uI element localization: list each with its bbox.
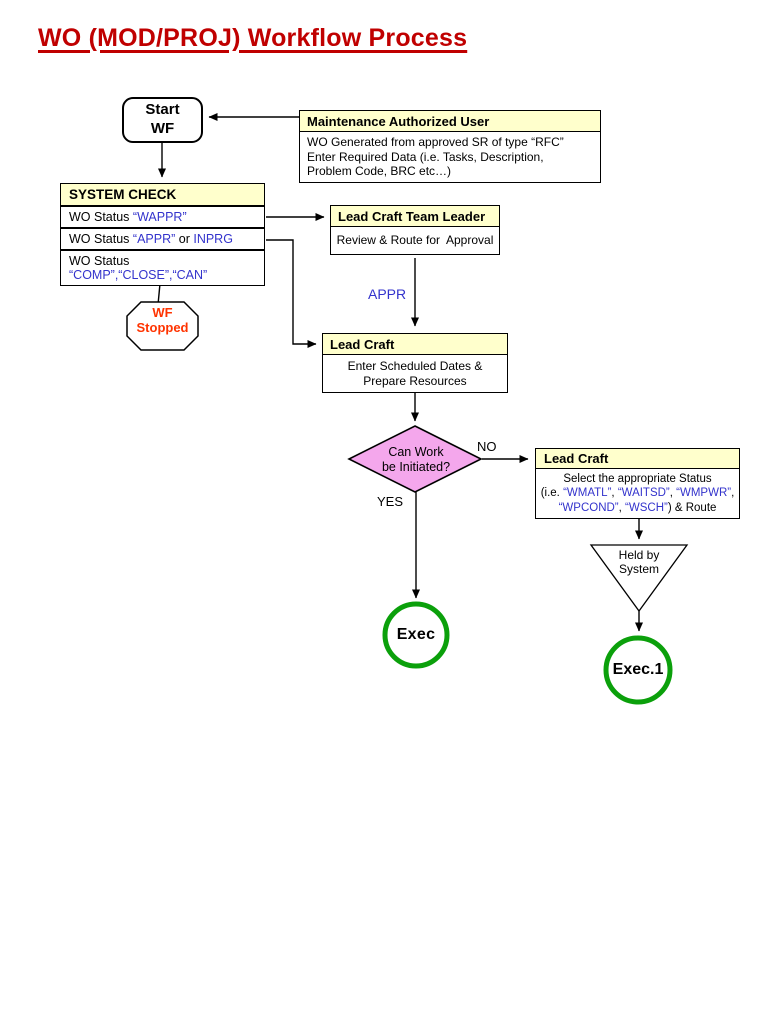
lead-craft-status-node: Lead Craft Select the appropriate Status…: [535, 448, 740, 519]
mau-body-line: Problem Code, BRC etc…): [307, 164, 452, 179]
mau-body-line: WO Generated from approved SR of type “R…: [307, 135, 564, 149]
page-title: WO (MOD/PROJ) Workflow Process: [38, 24, 468, 52]
mau-body-line: Enter Required Data (i.e. Tasks, Descrip…: [307, 149, 544, 164]
start-wf-node: Start WF: [122, 97, 203, 143]
held-by-system-line2: System: [618, 562, 659, 577]
lead-craft-schedule-header: Lead Craft: [322, 333, 508, 355]
decision-line1: Can Work: [388, 445, 444, 459]
lead-craft-status-line: (i.e. “WMATL”, “WAITSD”, “WMPWR”,: [540, 487, 735, 500]
system-check-row-comp-close-can: WO Status “COMP”,“CLOSE”,“CAN”: [60, 250, 265, 286]
lead-craft-team-leader-header: Lead Craft Team Leader: [330, 205, 500, 227]
decision-yes-label: YES: [377, 494, 404, 509]
lead-craft-status-line: “WPCOND”, “WSCH”) & Route: [558, 501, 717, 514]
held-by-system-line1: Held by: [618, 548, 660, 562]
wf-stopped-line1: WF: [152, 305, 173, 320]
exec1-label: Exec.1: [612, 661, 664, 678]
maintenance-authorized-user-header: Maintenance Authorized User: [299, 110, 601, 132]
system-check-row-wappr: WO Status “WAPPR”: [60, 206, 265, 228]
lead-craft-status-body: Select the appropriate Status (i.e. “WMA…: [535, 469, 740, 519]
held-by-system-label: Held by System: [591, 548, 687, 577]
wf-stopped-line2: Stopped: [136, 320, 189, 336]
system-check-row-appr-inprg: WO Status “APPR” or INPRG: [60, 228, 265, 250]
decision-label: Can Work be Initiated?: [350, 445, 482, 475]
lead-craft-schedule-body: Enter Scheduled Dates & Prepare Resource…: [322, 355, 508, 394]
wf-stopped-label: WF Stopped: [127, 305, 198, 336]
lead-craft-team-leader-node: Lead Craft Team Leader Review & Route fo…: [330, 205, 500, 255]
connector-appr-row-to-leadcraft: [266, 239, 317, 348]
lead-craft-status-line: Select the appropriate Status: [563, 473, 712, 485]
exec-label: Exec: [396, 626, 436, 643]
maintenance-authorized-user-body: WO Generated from approved SR of type “R…: [299, 132, 601, 183]
lead-craft-schedule-node: Lead Craft Enter Scheduled Dates & Prepa…: [322, 333, 508, 394]
appr-edge-label: APPR: [368, 286, 407, 302]
start-wf-label-line1: Start: [145, 101, 180, 119]
lead-craft-schedule-line: Enter Scheduled Dates &: [347, 359, 483, 373]
decision-line2: be Initiated?: [381, 460, 451, 474]
lead-craft-status-header: Lead Craft: [535, 448, 740, 469]
system-check-header: SYSTEM CHECK: [60, 183, 265, 206]
maintenance-authorized-user-node: Maintenance Authorized User WO Generated…: [299, 110, 601, 183]
decision-no-label: NO: [477, 439, 497, 454]
lead-craft-schedule-line: Prepare Resources: [363, 373, 467, 388]
system-check-node: SYSTEM CHECK WO Status “WAPPR” WO Status…: [60, 183, 265, 286]
lead-craft-team-leader-body: Review & Route for Approval: [330, 227, 500, 255]
start-wf-label-line2: WF: [150, 120, 175, 137]
